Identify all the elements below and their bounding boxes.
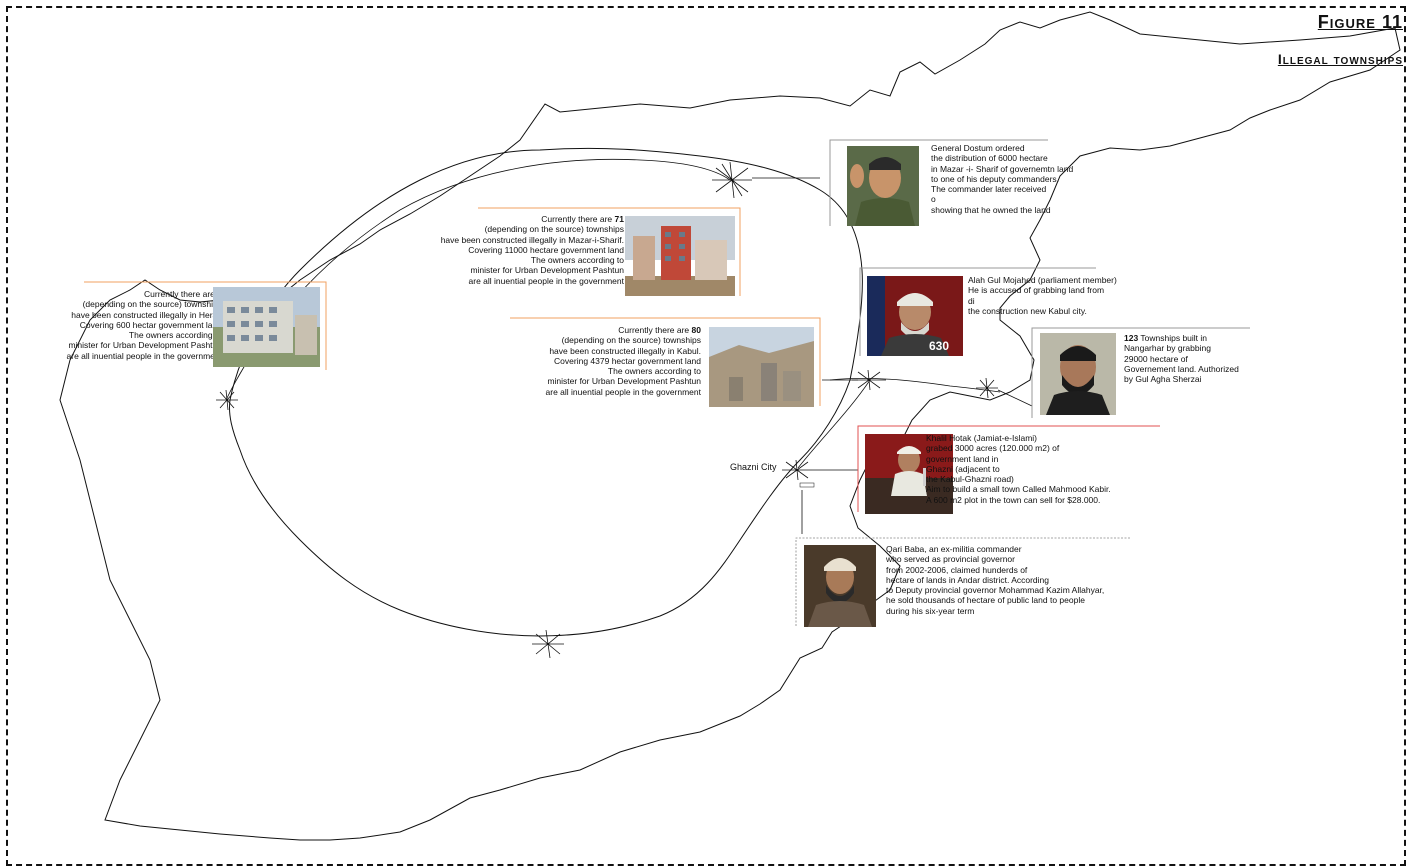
mazar-line-6: minister for Urban Development Pashtun bbox=[470, 265, 624, 276]
sherzai-line-5: by Gul Agha Sherzai bbox=[1124, 374, 1202, 385]
dostum-line-1: General Dostum ordered bbox=[931, 143, 1025, 153]
dostum-portrait bbox=[847, 146, 919, 226]
mojahed-photo-number: 630 bbox=[929, 339, 949, 353]
sherzai-portrait bbox=[1040, 333, 1116, 415]
panel-border-dostum bbox=[829, 139, 1048, 226]
qari-portrait bbox=[804, 545, 876, 627]
herat-line-4: Covering 600 hectar government land bbox=[79, 319, 222, 330]
hotak-portrait bbox=[865, 434, 953, 514]
country-outline bbox=[59, 11, 1401, 841]
panel-border-hotak bbox=[857, 425, 1160, 512]
figure-title: Illegal townships bbox=[1277, 51, 1403, 67]
city-symbol-ghazni bbox=[782, 459, 812, 481]
mojahed-line-4: the construction new Kabul city. bbox=[968, 305, 1087, 316]
road-kabul-ghazni bbox=[797, 379, 871, 469]
qari-line-4: hectare of lands in Andar district. Acco… bbox=[886, 574, 1050, 585]
sherzai-line-1: Townships built in bbox=[1140, 333, 1208, 343]
sherzai-panel-text: 123 Townships built in Nangarhar by grab… bbox=[1124, 333, 1239, 384]
kabul-line-7: are all inuential people in the governme… bbox=[545, 386, 701, 397]
mojahed-line-2: He is accused of grabbing land from bbox=[968, 285, 1105, 296]
panel-border-mojahed bbox=[859, 267, 1096, 356]
hotak-line-7: A 600 m2 plot in the town can sell for $… bbox=[926, 494, 1101, 505]
hotak-line-1: Khalil Hotak (Jamiat-e-Islami) bbox=[926, 433, 1037, 443]
road-kabul-east bbox=[829, 377, 1001, 393]
mazar-count: 71 bbox=[614, 214, 624, 224]
herat-line-6: minister for Urban Development Pashtun bbox=[68, 340, 222, 351]
dostum-line-3: in Mazar -i- Sharif of governemtn land bbox=[931, 163, 1074, 174]
figure-number: Figure 11 bbox=[1317, 12, 1403, 32]
kabul-line-1: Currently there are bbox=[618, 325, 690, 335]
hotak-panel-text: Khalil Hotak (Jamiat-e-Islami) grabed 30… bbox=[926, 433, 1111, 505]
dostum-panel-text: General Dostum ordered the distribution … bbox=[931, 143, 1073, 215]
hotak-line-5: the Kabul-Ghazni road) bbox=[926, 474, 1014, 485]
panel-border-kabul bbox=[510, 317, 821, 406]
kabul-line-2: (depending on the source) townships bbox=[561, 335, 701, 346]
mojahed-line-3: di bbox=[968, 295, 975, 306]
mazar-line-1: Currently there are bbox=[541, 214, 613, 224]
herat-line-5: The owners according to bbox=[128, 330, 222, 341]
mazar-line-7: are all inuential people in the governme… bbox=[468, 275, 624, 286]
qari-line-7: during his six-year term bbox=[886, 605, 975, 616]
mazar-line-2: (depending on the source) townships bbox=[484, 224, 624, 235]
herat-panel-text: Currently there are 5 (depending on the … bbox=[67, 289, 222, 361]
kabul-line-3: have been constructed illegally in Kabul… bbox=[549, 345, 701, 356]
mazar-line-5: The owners according to bbox=[530, 255, 624, 266]
panel-border-mazar bbox=[478, 207, 741, 296]
panel-border-sherzai bbox=[1031, 327, 1250, 418]
mazar-panel-text: Currently there are 71 (depending on the… bbox=[441, 214, 624, 286]
kabul-panel-text: Currently there are 80 (depending on the… bbox=[546, 325, 701, 397]
city-symbol-herat bbox=[216, 389, 238, 411]
qari-line-5: to Deputy provincial governor Mohammad K… bbox=[886, 585, 1105, 596]
kabul-line-5: The owners according to bbox=[607, 366, 701, 377]
mazar-line-4: Covering 11000 hectare government land bbox=[468, 244, 624, 255]
hotak-line-3: government land in bbox=[926, 453, 999, 464]
dostum-line-7: showing that he owned the land bbox=[931, 204, 1051, 215]
herat-line-7: are all inuential people in the governme… bbox=[66, 350, 222, 361]
kabul-township-photo bbox=[709, 327, 814, 407]
mojahed-panel-text: Alah Gul Mojahed (parliament member) He … bbox=[968, 275, 1117, 316]
herat-line-2: (depending on the source) townships bbox=[82, 299, 222, 310]
herat-line-3: have been constructed illegally in Herat… bbox=[71, 309, 222, 320]
figure-heading: Figure 11 Illegal townships bbox=[1278, 12, 1403, 67]
sherzai-count: 123 bbox=[1124, 333, 1139, 343]
mojahed-line-1: Alah Gul Mojahed (parliament member) bbox=[968, 275, 1117, 285]
hotak-line-6: Aim to build a small town Called Mahmood… bbox=[926, 484, 1111, 495]
sherzai-line-3: 29000 hectare of bbox=[1124, 353, 1188, 364]
mazar-line-3: have been constructed illegally in Mazar… bbox=[440, 234, 624, 245]
mazar-township-photo bbox=[625, 216, 735, 296]
ghazni-marker bbox=[799, 482, 815, 488]
sherzai-line-2: Nangarhar by grabbing bbox=[1124, 343, 1211, 354]
kabul-line-6: minister for Urban Development Pashtun bbox=[547, 376, 701, 387]
kabul-line-4: Covering 4379 hectar government land bbox=[554, 355, 701, 366]
qari-line-3: from 2002-2006, claimed hunderds of bbox=[886, 564, 1028, 575]
mojahed-portrait: 630 bbox=[867, 276, 963, 356]
hotak-line-4: Ghazni (adjacent to bbox=[926, 463, 1000, 474]
sherzai-line-4: Governement land. Authorized bbox=[1124, 363, 1239, 374]
qari-line-6: he sold thousands of hectare of public l… bbox=[886, 595, 1085, 606]
city-symbol-mazar bbox=[712, 161, 752, 199]
qari-line-1: Qari Baba, an ex-militia commander bbox=[886, 544, 1022, 554]
panel-border-herat bbox=[84, 281, 327, 370]
leader-jalalabad-sherzai bbox=[997, 389, 1033, 407]
dostum-line-2: the distribution of 6000 hectare bbox=[931, 153, 1048, 164]
hotak-line-2: grabed 3000 acres (120.000 m2) of bbox=[926, 443, 1060, 454]
qari-panel-text: Qari Baba, an ex-militia commander who s… bbox=[886, 544, 1104, 616]
city-symbol-jalalabad bbox=[976, 377, 998, 399]
kabul-count: 80 bbox=[691, 325, 701, 335]
dostum-line-4: to one of his deputy commanders. bbox=[931, 173, 1060, 184]
qari-line-2: who served as provincial governor bbox=[886, 554, 1015, 565]
dostum-line-5: The commander later received bbox=[931, 184, 1047, 195]
panel-border-qari bbox=[795, 537, 1130, 626]
city-symbol-kabul bbox=[852, 369, 886, 391]
ghazni-city-label: Ghazni City bbox=[730, 462, 777, 472]
inner-region-outline bbox=[229, 147, 863, 637]
dostum-line-6: o bbox=[931, 194, 936, 205]
city-symbol-kandahar bbox=[532, 629, 564, 659]
herat-line-1: Currently there are bbox=[144, 289, 215, 299]
herat-township-photo bbox=[213, 287, 320, 367]
